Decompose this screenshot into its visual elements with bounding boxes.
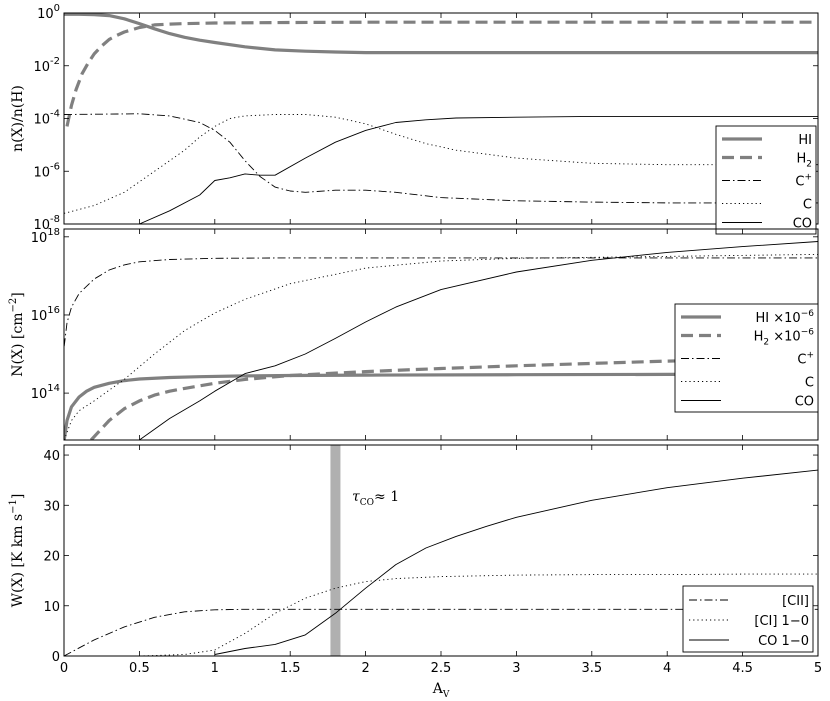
legend-label: H2 ×10−6 — [754, 328, 815, 348]
x-tick-label: 4.5 — [732, 661, 753, 676]
x-tick-label: 3 — [512, 661, 520, 676]
tau-annotation: τCO≈ 1 — [352, 489, 399, 508]
legend-label: HI — [798, 133, 812, 148]
series-group — [64, 469, 818, 656]
x-tick-label: 5 — [814, 661, 822, 676]
series-group — [64, 241, 818, 440]
series-line-co — [139, 241, 818, 440]
y-tick-label: 0 — [52, 650, 60, 665]
tau-band — [330, 445, 341, 656]
legend-label: [CI] 1−0 — [754, 614, 809, 629]
series-line-h2-10-6 — [89, 356, 818, 440]
legend-label: HI ×10−6 — [756, 309, 815, 326]
y-tick-label: 10-8 — [33, 214, 60, 233]
legend-box — [682, 585, 814, 653]
y-tick-label: 1018 — [31, 227, 60, 246]
y-axis-label: n(X)/n(H) — [10, 85, 26, 152]
y-tick-label: 100 — [37, 3, 60, 22]
y-tick-label: 10-2 — [33, 56, 60, 75]
legend-label: [CII] — [782, 594, 809, 609]
x-tick-label: 1.5 — [280, 661, 301, 676]
series-line-c- — [64, 257, 818, 347]
legend: HI H2C+ C CO — [715, 125, 817, 235]
y-tick-label: 1016 — [31, 305, 60, 324]
series-line-co — [139, 115, 818, 224]
series-group — [64, 13, 818, 224]
x-tick-label: 3.5 — [581, 661, 602, 676]
legend-label: C — [805, 376, 814, 391]
legend-box — [715, 125, 817, 235]
x-tick-label: 0.5 — [129, 661, 150, 676]
legend-label: CO — [795, 395, 814, 410]
y-axis-label: W(X) [K km s−1] — [8, 494, 26, 608]
y-tick-label: 40 — [43, 449, 60, 464]
legend-label: CO — [793, 217, 812, 232]
x-tick-label: 2 — [361, 661, 369, 676]
x-tick-label: 4 — [663, 661, 671, 676]
legend-label: C — [803, 198, 812, 213]
series-line-c- — [64, 113, 818, 204]
series-line-c — [64, 114, 818, 214]
series-line-co-1-0 — [214, 469, 818, 655]
legend: HI ×10−6 H2 ×10−6C+ C CO — [674, 303, 819, 413]
x-tick-label: 1 — [211, 661, 219, 676]
series-line-hi-10-6 — [64, 372, 818, 440]
legend-label: H2 — [796, 152, 812, 170]
legend-label: C+ — [795, 173, 812, 190]
panel-3: 0 10 20 30 40 0 0.5 1 1.5 2 2.5 3 3.5 4 4.5 5 W(X) [K km… — [8, 444, 822, 676]
y-tick-label: 20 — [43, 550, 60, 565]
y-axis-label: N(X) [cm−2] — [8, 292, 26, 376]
series-line-h2 — [65, 20, 818, 127]
y-tick-label: 30 — [43, 499, 60, 514]
series-line--cii- — [64, 608, 818, 656]
x-axis-label: AV — [432, 681, 450, 700]
y-tick-label: 10 — [43, 600, 60, 615]
legend-label: CO 1−0 — [758, 634, 809, 649]
series-line-hi — [64, 13, 818, 55]
legend-label: C+ — [797, 351, 814, 368]
x-tick-label: 2.5 — [431, 661, 452, 676]
legend: [CII] [CI] 1−0 CO 1−0 — [682, 585, 814, 653]
legend-box — [674, 303, 819, 413]
panel-1: 10-8 10-6 10-4 10-2 100 n(X)/n(H) HI H2C+ C CO — [10, 3, 819, 235]
x-tick-label: 0 — [60, 661, 68, 676]
y-tick-label: 10-6 — [33, 161, 60, 180]
y-tick-label: 1014 — [31, 383, 60, 402]
y-tick-label: 10-4 — [33, 109, 60, 128]
